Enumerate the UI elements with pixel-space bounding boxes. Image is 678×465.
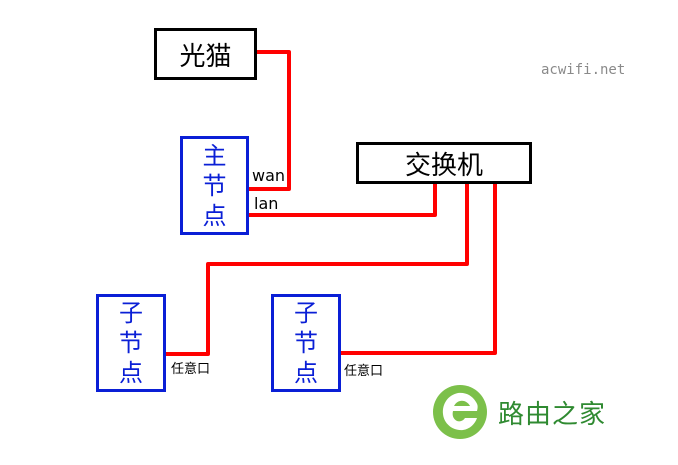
sub-node-right-box: 子 节 点 <box>271 294 341 392</box>
any-port-right-label: 任意口 <box>344 364 384 379</box>
modem-label: 光猫 <box>179 41 232 72</box>
lan-port-label: lan <box>254 194 279 213</box>
wire-switch-to-sub-left <box>166 183 469 356</box>
router-home-logo-icon <box>433 385 487 439</box>
wire-switch-to-sub-right <box>341 183 497 355</box>
brand-name: 路由之家 <box>498 399 607 430</box>
switch-label: 交换机 <box>404 150 483 181</box>
main-node-box: 主 节 点 <box>180 136 249 235</box>
sub-node-left-box: 子 节 点 <box>96 294 166 392</box>
wire-main-lan-to-switch <box>249 183 437 217</box>
any-port-left-label: 任意口 <box>171 362 211 377</box>
switch-box: 交换机 <box>356 142 532 184</box>
main-node-label: 主 节 点 <box>202 141 227 230</box>
sub-node-left-label: 子 节 点 <box>119 299 143 387</box>
wan-port-label: wan <box>252 166 286 185</box>
sub-node-right-label: 子 节 点 <box>294 299 318 387</box>
wire-modem-to-main-wan <box>249 50 291 191</box>
brand-logo: 路由之家 <box>432 384 606 440</box>
modem-box: 光猫 <box>154 28 257 80</box>
watermark-text: acwifi.net <box>541 62 626 78</box>
